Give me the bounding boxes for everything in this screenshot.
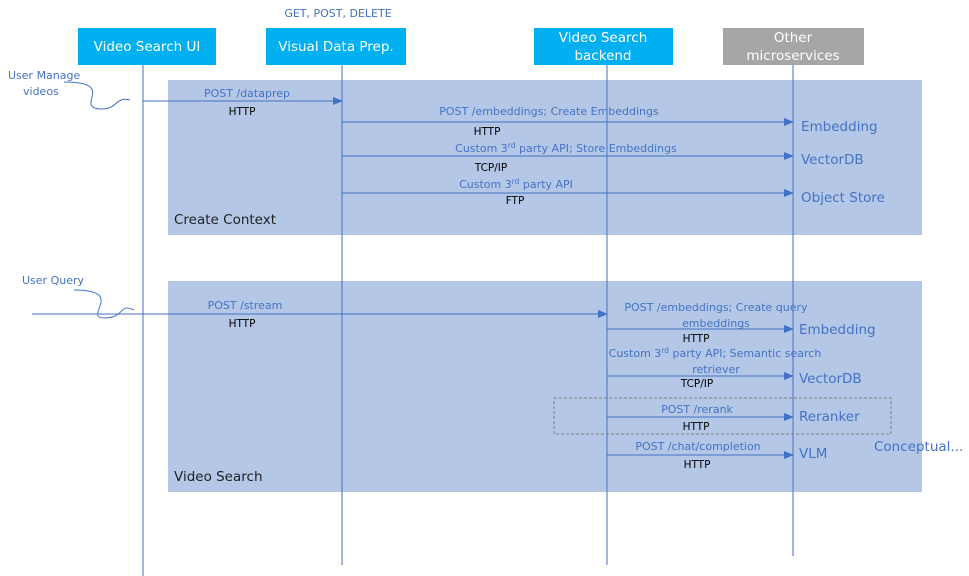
- header-note: GET, POST, DELETE: [284, 7, 391, 20]
- actor-query-curve: [73, 289, 135, 319]
- create-msg1-label: POST /dataprep: [204, 87, 290, 100]
- participant-prep-label: Visual Data Prep.: [278, 39, 393, 55]
- participant-backend-label-2: backend: [574, 48, 631, 64]
- search-msg4-label: POST /rerank: [661, 403, 733, 416]
- video-search-region: [168, 281, 922, 492]
- search-msg2-label-1: POST /embeddings; Create query: [624, 301, 808, 314]
- participant-other-label-2: microservices: [746, 48, 839, 64]
- search-msg3-label-2: retriever: [692, 363, 740, 376]
- actor-query-label: User Query: [22, 274, 84, 287]
- create-msg2-label: POST /embeddings; Create Embeddings: [439, 105, 659, 118]
- actor-manage-label-2: videos: [23, 85, 59, 98]
- participant-backend-label-1: Video Search: [559, 30, 648, 46]
- conceptual-note: Conceptual...: [874, 439, 963, 455]
- reranker-dashed-group: [553, 397, 892, 435]
- create-msg4-label: Custom 3rd party API: [459, 177, 573, 191]
- participant-backend: Video Search backend: [534, 28, 673, 65]
- video-search-title: Video Search: [174, 469, 263, 485]
- search-msg4-protocol: HTTP: [683, 421, 710, 433]
- create-msg3-protocol: TCP/IP: [474, 162, 507, 174]
- search-target-reranker: Reranker: [799, 409, 860, 425]
- create-msg4-protocol: FTP: [506, 195, 525, 207]
- search-target-vectordb: VectorDB: [799, 371, 862, 387]
- search-msg5-label: POST /chat/completion: [635, 440, 760, 453]
- create-context-region: [168, 80, 922, 235]
- search-target-embedding: Embedding: [799, 322, 876, 338]
- search-msg1-label: POST /stream: [208, 299, 283, 312]
- search-msg3-protocol: TCP/IP: [680, 378, 713, 390]
- participant-other-label-1: Other: [774, 30, 813, 46]
- search-msg2-label-2: embeddings: [682, 317, 750, 330]
- create-msg3-label: Custom 3rd party API; Store Embeddings: [455, 141, 677, 155]
- search-msg2-protocol: HTTP: [683, 333, 710, 345]
- create-context-title: Create Context: [174, 212, 276, 228]
- create-msg1-protocol: HTTP: [229, 106, 256, 118]
- participant-other: Other microservices: [723, 28, 864, 65]
- create-target-embedding: Embedding: [801, 119, 878, 135]
- create-msg2-protocol: HTTP: [474, 126, 501, 138]
- search-msg3-label-1: Custom 3rd party API; Semantic search: [609, 346, 822, 360]
- search-target-vlm: VLM: [799, 446, 827, 462]
- participant-ui: Video Search UI: [78, 28, 216, 65]
- actor-manage-curve: [63, 81, 131, 110]
- participant-ui-label: Video Search UI: [94, 39, 201, 55]
- actor-manage-label-1: User Manage: [8, 69, 80, 82]
- search-msg5-protocol: HTTP: [684, 459, 711, 471]
- participant-prep: Visual Data Prep.: [266, 28, 406, 65]
- create-target-object-store: Object Store: [801, 190, 885, 206]
- create-target-vectordb: VectorDB: [801, 152, 864, 168]
- search-msg1-protocol: HTTP: [229, 318, 256, 330]
